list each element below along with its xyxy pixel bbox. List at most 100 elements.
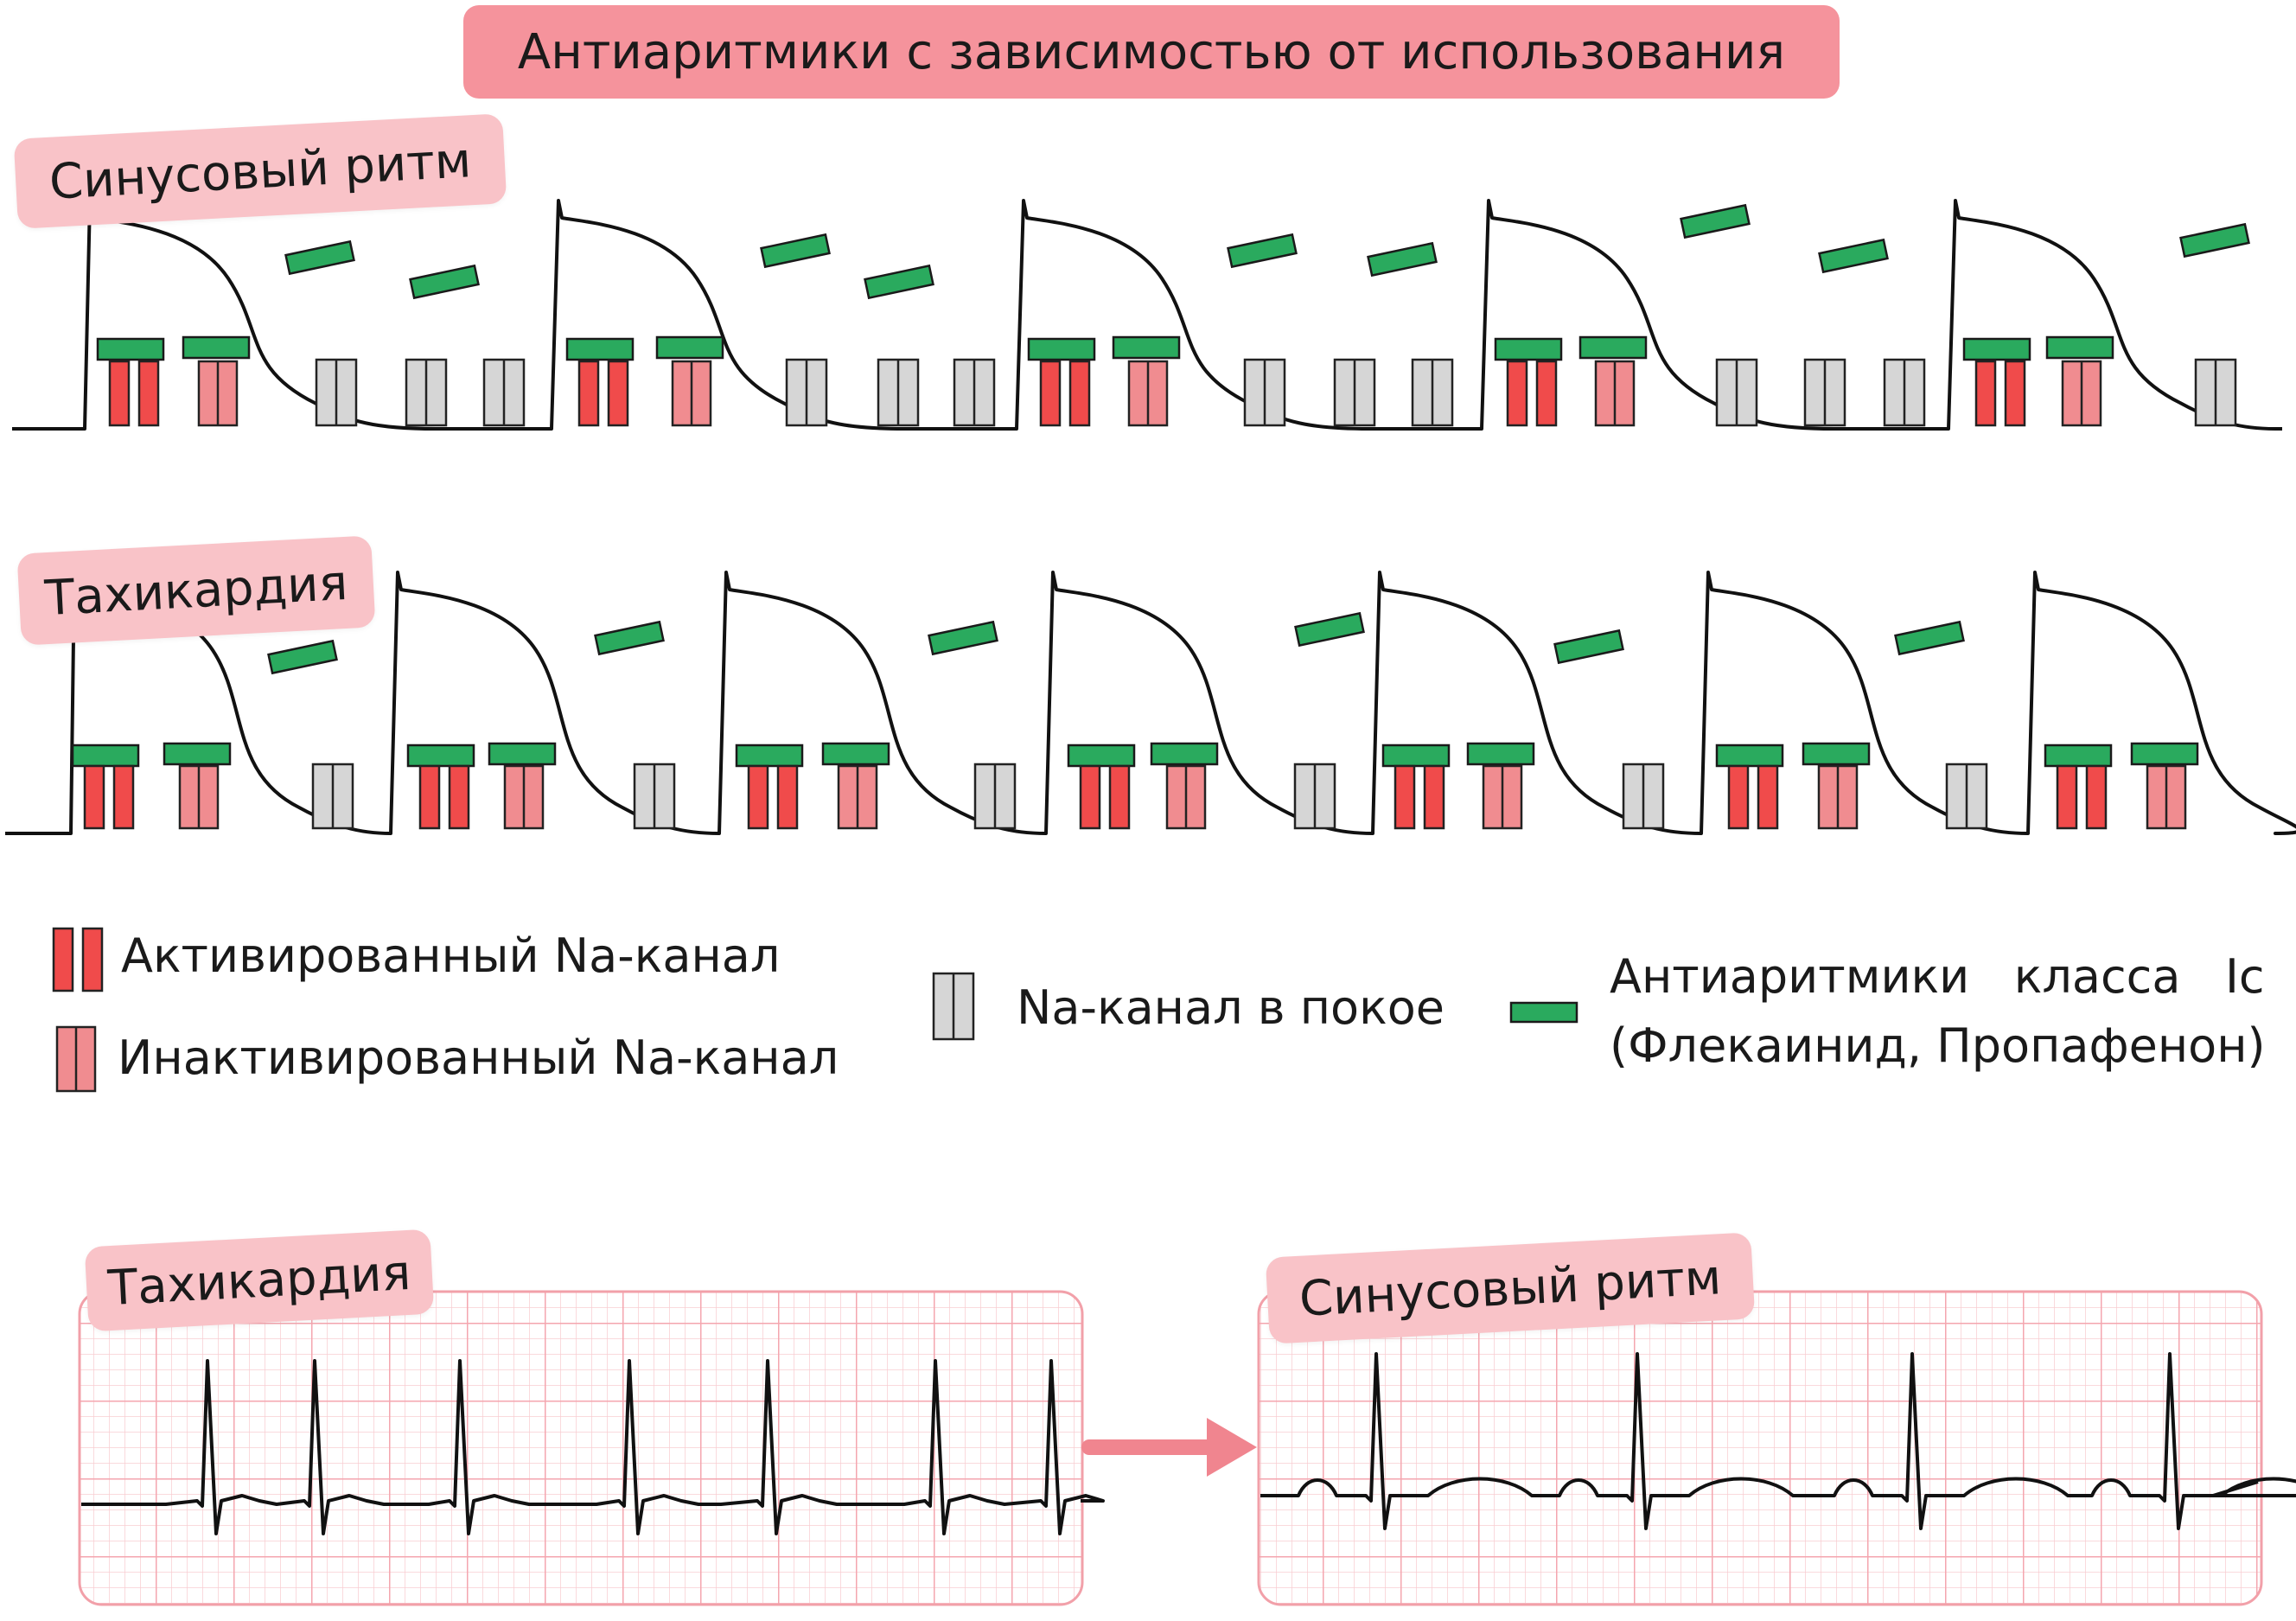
tachy-free-drug-3 [1294, 611, 1365, 648]
tachy-inactivated-channel-0 [178, 764, 220, 830]
sinus-inactivated-channel-0 [197, 360, 239, 427]
transition-arrow-icon [1081, 1418, 1257, 1477]
ecg-strip-after [1257, 1290, 2263, 1606]
sinus-resting-channel-1-0 [785, 358, 828, 427]
tachy-resting-channel-0-0 [311, 763, 354, 830]
tachy-bound-drug-act-0 [71, 743, 140, 768]
sinus-bound-drug-inact-4 [2045, 335, 2114, 360]
sinus-activated-channel-1 [577, 360, 629, 427]
tachy-inactivated-channel-5 [1817, 764, 1859, 830]
tachy-bound-drug-act-2 [735, 743, 804, 768]
sinus-resting-channel-1-1 [877, 358, 920, 427]
sinus-bound-drug-inact-2 [1112, 335, 1181, 360]
sinus-bound-drug-act-1 [565, 337, 635, 361]
sinus-free-drug-5 [1367, 241, 1438, 278]
tachy-activated-channel-6 [2056, 764, 2108, 830]
sinus-free-drug-1 [409, 264, 480, 300]
tachy-bound-drug-act-6 [2044, 743, 2113, 768]
sinus-resting-channel-0-1 [405, 358, 448, 427]
tachy-bound-drug-inact-5 [1802, 742, 1871, 766]
sinus-free-drug-7 [1818, 238, 1889, 274]
tachy-bound-drug-inact-4 [1466, 742, 1535, 766]
tachy-inactivated-channel-6 [2146, 764, 2187, 830]
sinus-inactivated-channel-2 [1127, 360, 1169, 427]
sinus-inactivated-channel-1 [671, 360, 712, 427]
sinus-resting-channel-3-0 [1715, 358, 1758, 427]
sinus-free-drug-8 [2179, 222, 2250, 258]
tachy-activated-channel-2 [747, 764, 799, 830]
sinus-bound-drug-act-0 [96, 337, 165, 361]
page-title: Антиаритмики с зависимостью от использов… [463, 5, 1840, 99]
tachy-bound-drug-act-4 [1381, 743, 1451, 768]
sinus-free-drug-4 [1227, 233, 1298, 269]
tachy-resting-channel-1-0 [633, 763, 676, 830]
sinus-resting-channel-0-2 [482, 358, 526, 427]
legend-activated-label: Активированный Na-канал [121, 929, 781, 983]
legend-activated-swatch [52, 927, 104, 992]
tachy-free-drug-4 [1553, 629, 1624, 665]
tachy-inactivated-channel-4 [1482, 764, 1523, 830]
sinus-resting-channel-3-2 [1883, 358, 1926, 427]
sinus-free-drug-3 [864, 264, 934, 300]
sinus-free-drug-2 [760, 233, 831, 269]
sinus-resting-channel-1-2 [953, 358, 996, 427]
legend-drug-label-line1: Антиаритмики класса Ic [1610, 949, 2265, 1004]
tachy-activated-channel-1 [418, 764, 470, 830]
tachy-bound-drug-act-1 [406, 743, 475, 768]
tachycardia-drug-molecules [267, 611, 1965, 675]
legend-inactivated-label: Инактивированный Na-канал [118, 1031, 839, 1085]
legend-resting-label: Na-канал в покое [1017, 980, 1445, 1035]
ecg-trace-before [81, 1359, 1105, 1535]
tachy-free-drug-1 [594, 620, 665, 656]
sinus-bound-drug-act-3 [1494, 337, 1563, 361]
sinus-resting-channel-0-0 [315, 358, 358, 427]
sinus-inactivated-channel-4 [2061, 360, 2102, 427]
tachy-resting-channel-3-0 [1293, 763, 1336, 830]
sinus-free-drug-6 [1680, 203, 1751, 239]
legend-drug-swatch [1509, 1001, 1578, 1024]
sinus-bound-drug-act-2 [1027, 337, 1096, 361]
sinus-resting-channel-2-0 [1243, 358, 1286, 427]
ecg-strip-before [78, 1290, 1084, 1606]
tachy-activated-channel-4 [1394, 764, 1445, 830]
ecg-trace-after [1260, 1352, 2296, 1530]
tachy-bound-drug-inact-3 [1150, 742, 1219, 766]
sinus-free-drug-0 [284, 239, 355, 276]
tachy-bound-drug-act-5 [1715, 743, 1784, 768]
tachy-activated-channel-3 [1079, 764, 1131, 830]
sinus-bound-drug-inact-0 [182, 335, 251, 360]
tachy-bound-drug-act-3 [1067, 743, 1136, 768]
sinus-resting-channel-4-0 [2194, 358, 2237, 427]
tachy-free-drug-5 [1894, 620, 1965, 656]
row-label-tachycardia: Тахикардия [16, 535, 376, 646]
sinus-activated-channel-3 [1506, 360, 1558, 427]
tachy-inactivated-channel-1 [503, 764, 545, 830]
sinus-drug-molecules [284, 203, 2250, 300]
tachy-activated-channel-5 [1727, 764, 1779, 830]
sinus-resting-channel-2-1 [1333, 358, 1376, 427]
sinus-resting-channel-3-1 [1803, 358, 1846, 427]
tachy-bound-drug-inact-0 [163, 742, 232, 766]
tachycardia-channels [71, 742, 2199, 830]
ecg-strips [78, 1290, 2296, 1606]
sinus-activated-channel-4 [1974, 360, 2026, 427]
sinus-inactivated-channel-3 [1594, 360, 1636, 427]
tachy-bound-drug-inact-1 [488, 742, 557, 766]
sinus-resting-channel-2-2 [1411, 358, 1454, 427]
sinus-activated-channel-2 [1039, 360, 1091, 427]
legend-inactivated-swatch [55, 1025, 97, 1093]
sinus-bound-drug-inact-1 [655, 335, 724, 360]
tachy-bound-drug-inact-2 [821, 742, 890, 766]
tachy-free-drug-2 [928, 620, 998, 656]
ecg-label-before: Тахикардия [84, 1229, 435, 1332]
tachy-bound-drug-inact-6 [2130, 742, 2199, 766]
legend-resting-swatch [932, 972, 975, 1041]
tachy-resting-channel-2-0 [973, 763, 1017, 830]
sinus-bound-drug-inact-3 [1578, 335, 1648, 360]
sinus-channels [96, 335, 2237, 427]
sinus-bound-drug-act-4 [1962, 337, 2031, 361]
tachy-inactivated-channel-3 [1165, 764, 1207, 830]
tachy-resting-channel-5-0 [1945, 763, 1988, 830]
tachy-free-drug-0 [267, 639, 338, 675]
